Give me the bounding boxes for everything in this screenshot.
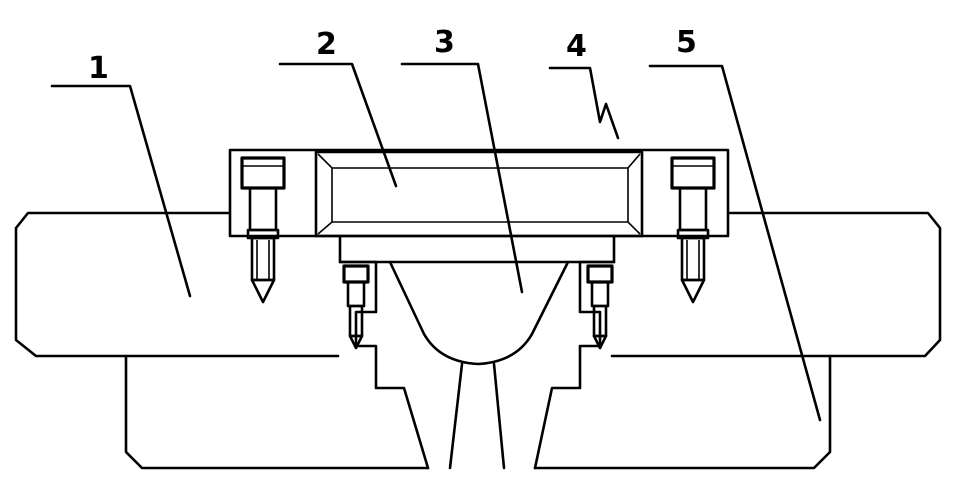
part-3-funnel (388, 260, 570, 470)
part-1-upper-plate (14, 211, 942, 358)
base-plate-left (124, 354, 430, 470)
leader-lines (50, 62, 822, 422)
label-part-5: 5 (676, 25, 697, 60)
label-part-4: 4 (566, 29, 587, 64)
funnel-stem (448, 362, 506, 470)
upper-plate-right (610, 211, 942, 358)
mount-block (338, 234, 616, 470)
funnel-bowl (388, 260, 570, 366)
mount-outline-left (338, 234, 430, 470)
base-plate-right (533, 354, 832, 470)
upper-plate-left (14, 211, 340, 358)
part-labels: 1 2 3 4 5 (88, 25, 697, 86)
leader-4 (548, 66, 620, 140)
part-5-base-plate (124, 354, 832, 470)
clamp-window-bevel (317, 153, 641, 235)
leader-5 (648, 64, 822, 422)
bolt-upper-left (240, 156, 286, 304)
label-part-3: 3 (434, 25, 455, 60)
label-part-1: 1 (88, 51, 109, 86)
part-2-clamp-frame (228, 148, 730, 238)
leader-3 (400, 62, 524, 294)
mount-outline-right (533, 234, 616, 470)
bolt-upper-right (670, 156, 716, 304)
clamp-outer (228, 148, 730, 238)
leader-1 (50, 84, 192, 298)
leader-2 (278, 62, 398, 188)
bolt-lower-right (586, 264, 614, 350)
clamp-window (314, 150, 644, 238)
bolt-lower-left (342, 264, 370, 350)
label-part-2: 2 (316, 27, 337, 62)
